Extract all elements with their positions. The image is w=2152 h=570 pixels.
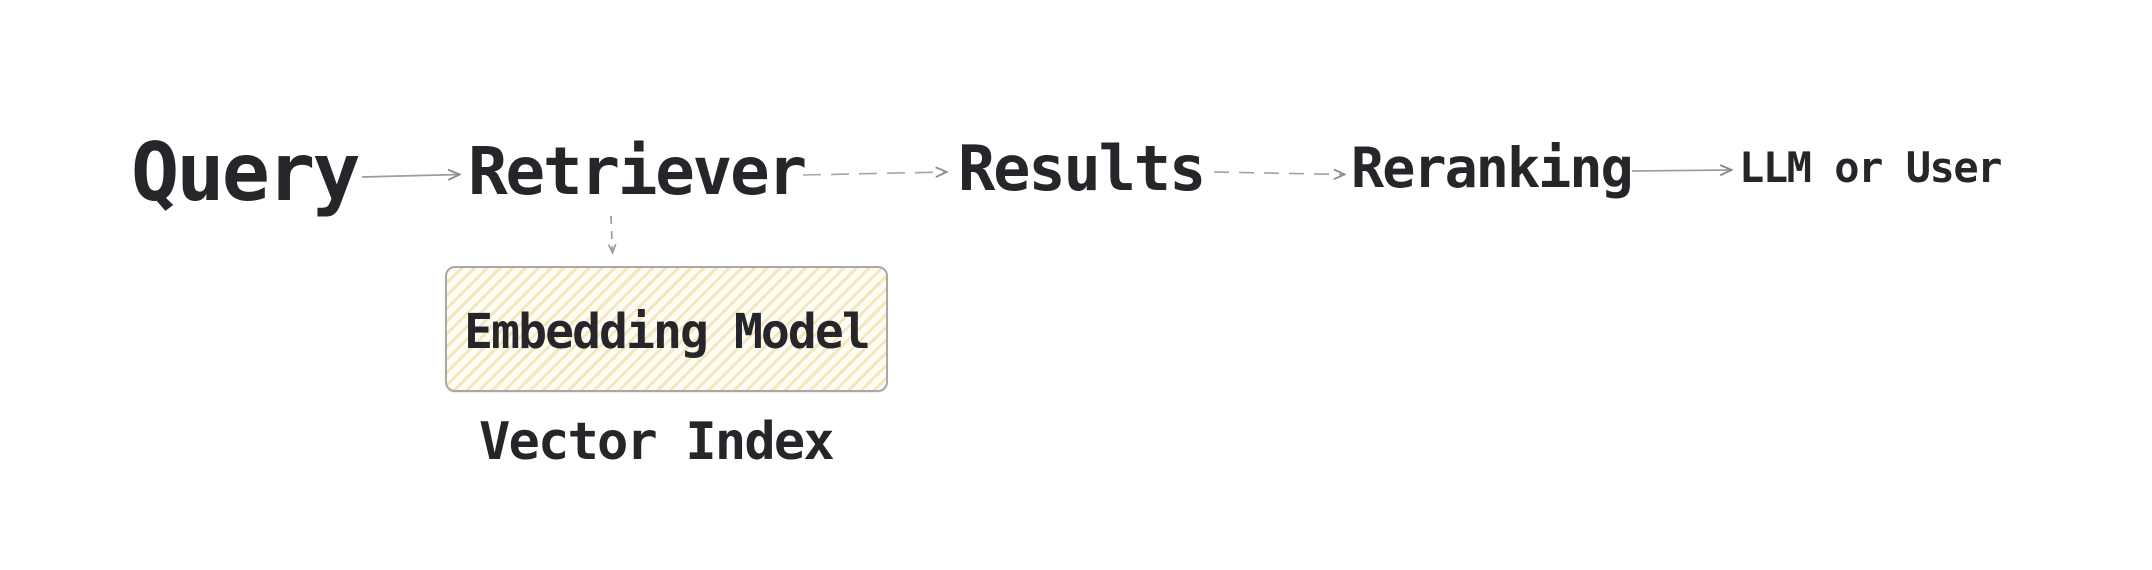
node-retriever: Retriever — [468, 133, 807, 210]
edge-reranking-llm — [1631, 170, 1731, 171]
embedding-model-box: Embedding Model — [445, 266, 888, 392]
edge-retriever-results — [802, 172, 946, 175]
node-reranking: Reranking — [1351, 136, 1634, 200]
node-vector-index: Vector Index — [479, 412, 835, 472]
edge-query-retriever — [361, 175, 459, 178]
embedding-model-label: Embedding Model — [464, 304, 871, 360]
node-query: Query — [131, 126, 361, 219]
node-results: Results — [958, 132, 1206, 205]
edge-retriever-embedding-model — [611, 215, 613, 252]
edge-results-reranking — [1213, 172, 1344, 175]
node-llm-or-user: LLM or User — [1739, 143, 2002, 192]
